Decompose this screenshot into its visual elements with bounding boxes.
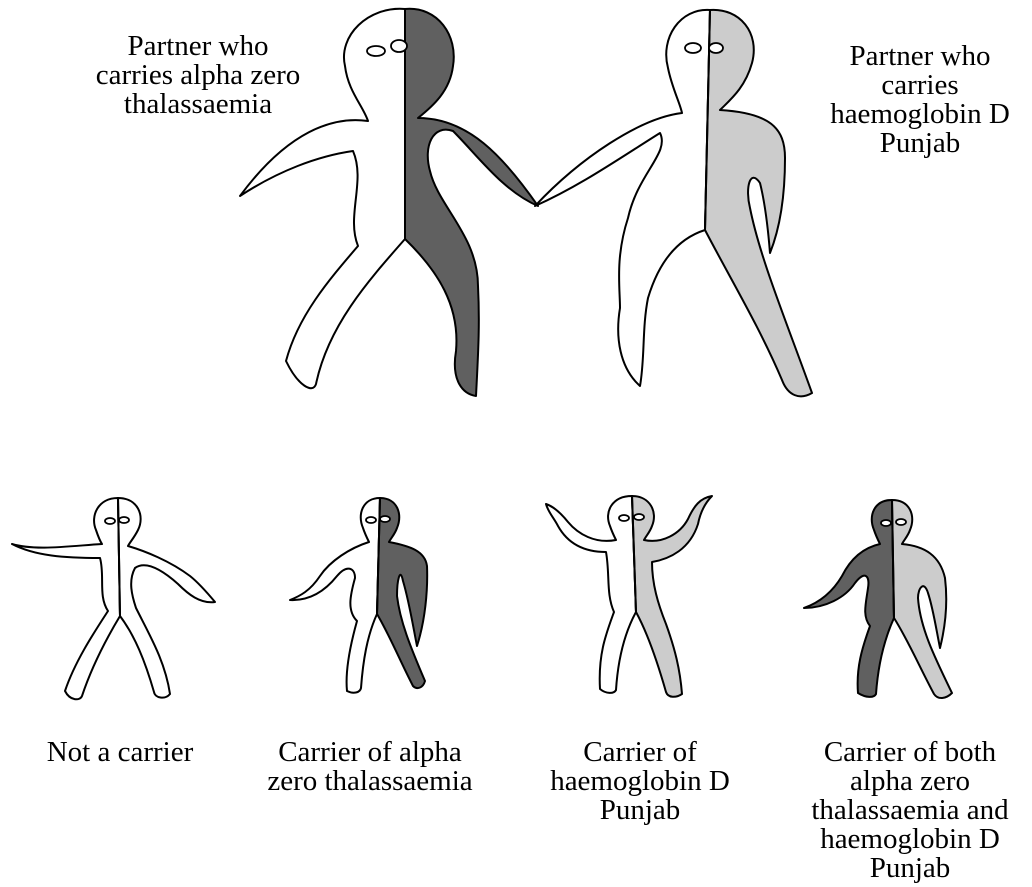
parent-left-figure-right-half bbox=[405, 9, 538, 396]
parent-right-eye-right bbox=[709, 43, 723, 53]
child-1-label: Not a carrier bbox=[10, 738, 230, 767]
child-4-eye-left bbox=[881, 520, 891, 526]
child-2-figure bbox=[285, 496, 440, 696]
child-4-eye-right bbox=[896, 519, 906, 525]
parent-left-eye-right bbox=[391, 40, 407, 52]
child-1-figure-left-half bbox=[12, 498, 120, 699]
child-2-figure-right-half bbox=[377, 498, 427, 688]
child-4-figure-right-half bbox=[892, 500, 952, 698]
child-3-eye-left bbox=[619, 515, 629, 521]
parent-left-eye-left bbox=[367, 46, 385, 56]
parent-right-figure bbox=[520, 8, 820, 400]
child-3-figure-left-half bbox=[546, 496, 636, 693]
child-2-label: Carrier of alpha zero thalassaemia bbox=[240, 738, 500, 796]
child-1-figure-right-half bbox=[118, 498, 215, 698]
child-3-eye-right bbox=[634, 514, 644, 520]
child-3-figure bbox=[540, 494, 720, 700]
child-1-eye-left bbox=[105, 518, 115, 524]
child-4-figure-left-half bbox=[804, 500, 894, 697]
child-1-eye-right bbox=[119, 517, 129, 523]
child-1-figure bbox=[10, 496, 220, 706]
parent-right-figure-left-half bbox=[535, 10, 710, 386]
child-2-eye-left bbox=[366, 517, 376, 523]
child-3-label: Carrier of haemoglobin D Punjab bbox=[520, 738, 760, 825]
child-4-label: Carrier of both alpha zero thalassaemia … bbox=[790, 738, 1030, 883]
child-2-eye-right bbox=[380, 516, 390, 522]
child-2-figure-left-half bbox=[290, 498, 380, 693]
parent-right-figure-right-half bbox=[705, 10, 812, 396]
child-4-figure bbox=[800, 498, 980, 700]
parent-left-figure-left-half bbox=[240, 9, 405, 388]
parent-left-figure bbox=[238, 6, 548, 398]
parent-right-label: Partner who carries haemoglobin D Punjab bbox=[810, 42, 1030, 158]
child-3-figure-right-half bbox=[632, 496, 712, 697]
parent-right-eye-left bbox=[685, 43, 701, 53]
